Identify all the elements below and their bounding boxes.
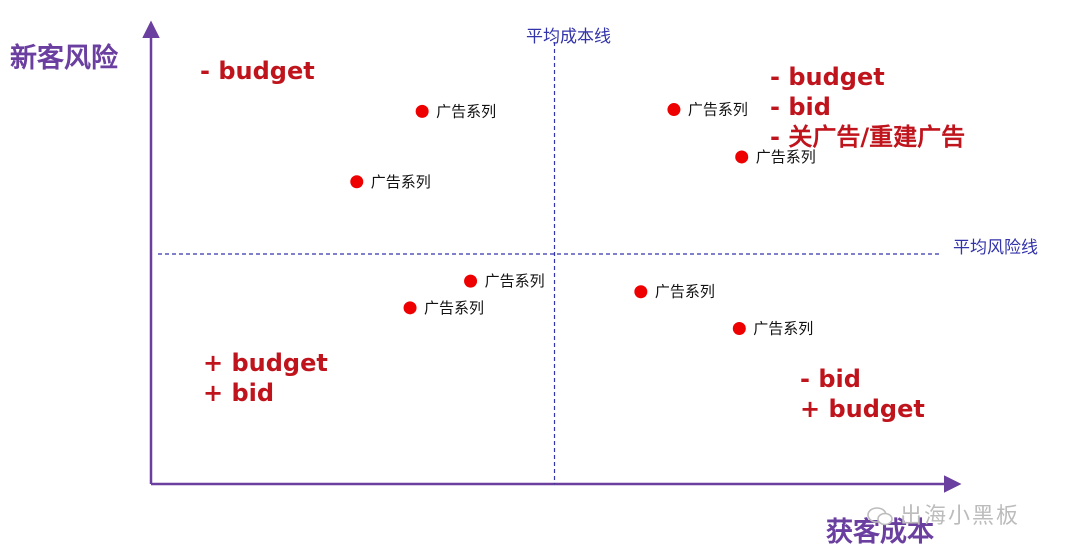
data-point-label: 广告系列 xyxy=(753,320,813,338)
action-line: - 关广告/重建广告 xyxy=(770,123,966,151)
average-risk-line-label: 平均风险线 xyxy=(953,238,1038,258)
data-point xyxy=(415,104,429,118)
data-point xyxy=(464,274,478,288)
quadrant-top-right-actions: - budget - bid - 关广告/重建广告 xyxy=(770,62,965,152)
data-point xyxy=(667,103,681,117)
action-line: - bid xyxy=(800,365,861,393)
data-point-label: 广告系列 xyxy=(436,102,496,120)
data-point-label: 广告系列 xyxy=(655,283,715,301)
quadrant-top-left-actions: - budget xyxy=(200,56,315,86)
action-line: + bid xyxy=(203,379,275,407)
data-point xyxy=(732,322,746,336)
y-axis-title: 新客风险 xyxy=(10,43,118,74)
action-line: + budget xyxy=(800,395,925,423)
action-line: + budget xyxy=(203,349,328,377)
quadrant-bottom-right-actions: - bid + budget xyxy=(800,364,925,424)
data-point-label: 广告系列 xyxy=(424,299,484,317)
data-point xyxy=(735,150,749,164)
action-line: - budget xyxy=(770,63,885,91)
data-point xyxy=(350,175,364,189)
action-line: - bid xyxy=(770,93,831,121)
quadrant-bottom-left-actions: + budget + bid xyxy=(203,348,328,408)
average-cost-line-label: 平均成本线 xyxy=(526,27,611,47)
data-point-label: 广告系列 xyxy=(371,173,431,191)
data-point-label: 广告系列 xyxy=(756,148,816,166)
data-point xyxy=(403,301,417,315)
data-point-label: 广告系列 xyxy=(485,272,545,290)
chat-bubbles-icon xyxy=(867,507,893,526)
data-point xyxy=(634,285,648,299)
data-point-label: 广告系列 xyxy=(688,101,748,119)
action-line: - budget xyxy=(200,57,315,85)
watermark: 出海小黑板 xyxy=(866,498,1020,530)
watermark-text: 出海小黑板 xyxy=(900,504,1021,529)
